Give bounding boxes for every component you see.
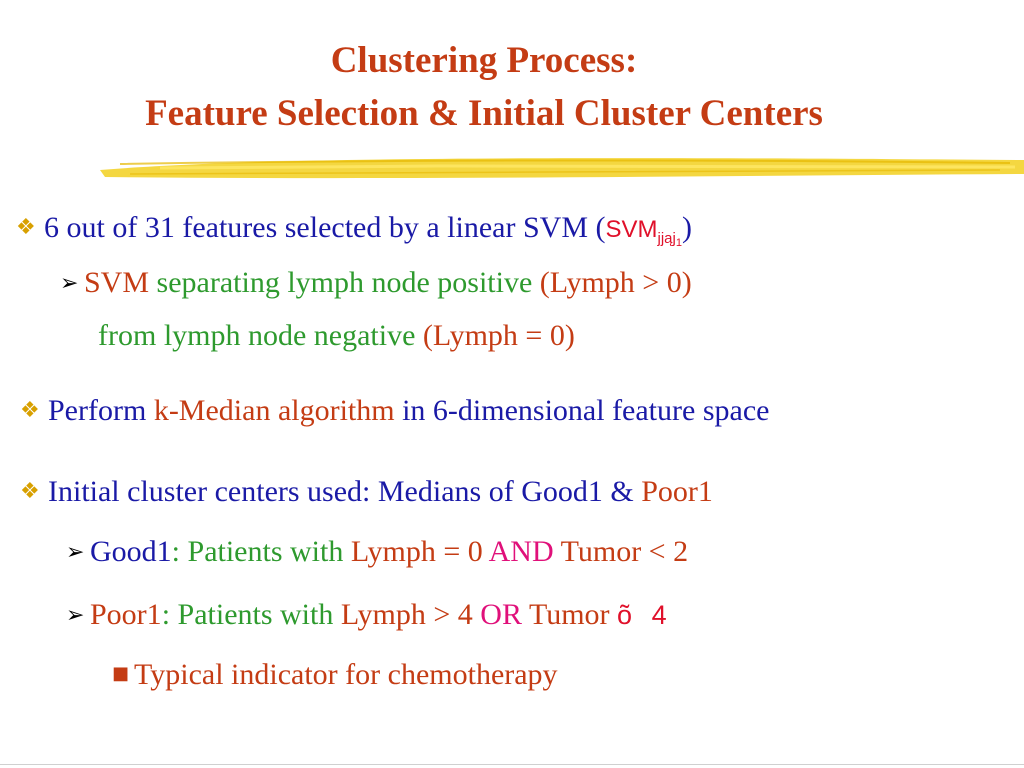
svm-word: SVM <box>84 266 150 299</box>
bullet-features-selected: ❖ 6 out of 31 features selected by a line… <box>16 210 692 261</box>
bullet-perform-kmedian: ❖ Perform k-Median algorithm in 6-dimensi… <box>20 393 769 429</box>
ampersand: & <box>602 475 642 508</box>
poor1-patients-with: : Patients with <box>161 598 341 631</box>
initial-centers-text: Initial cluster centers used: Medians of <box>48 475 522 508</box>
slide-title: Clustering Process: Feature Selection & … <box>0 34 968 140</box>
svm-formula: SVM <box>605 216 658 243</box>
poor1-label: Poor1 <box>641 475 713 508</box>
lymph-negative-condition: (Lymph = 0) <box>422 319 575 352</box>
diamond-bullet-icon: ❖ <box>16 215 36 240</box>
svm-formula-subscript: jjąj <box>657 230 676 247</box>
good1-label: Good1 <box>521 475 603 508</box>
poor1-lymph-condition: Lymph > 4 <box>340 598 481 631</box>
title-line-1: Clustering Process: <box>330 40 638 81</box>
subbullet-poor1: ➢Poor1: Patients with Lymph > 4 OR Tumor… <box>66 597 673 634</box>
arrow-bullet-icon: ➢ <box>66 540 85 565</box>
poor1-term: Poor1 <box>90 598 162 631</box>
poor1-tumor-symbol: õ 4 <box>617 600 673 630</box>
svm-formula-subsubscript: 1 <box>675 237 682 249</box>
features-close-paren: ) <box>681 211 692 244</box>
features-text: 6 out of 31 features selected by a linea… <box>44 211 606 244</box>
good1-lymph-condition: Lymph = 0 <box>350 535 489 568</box>
good1-tumor-condition: Tumor < 2 <box>553 535 689 568</box>
subbullet-svm-separating-continued: from lymph node negative (Lymph = 0) <box>98 318 575 354</box>
diamond-bullet-icon: ❖ <box>20 479 40 504</box>
bullet-initial-cluster-centers: ❖ Initial cluster centers used: Medians o… <box>20 474 713 510</box>
lymph-positive-condition: (Lymph > 0) <box>539 266 692 299</box>
feature-space-text: in 6-dimensional feature space <box>394 394 770 427</box>
lymph-negative-text: from lymph node negative <box>98 319 423 352</box>
subbullet-good1: ➢Good1: Patients with Lymph = 0 AND Tumo… <box>66 534 688 571</box>
arrow-bullet-icon: ➢ <box>60 271 79 296</box>
brush-stroke-underline <box>100 158 1024 179</box>
perform-text: Perform <box>48 394 154 427</box>
title-line-2: Feature Selection & Initial Cluster Cent… <box>145 93 823 134</box>
typical-indicator-text: Typical indicator for chemotherapy <box>134 658 558 691</box>
bottom-divider <box>0 764 1024 765</box>
poor1-tumor-text: Tumor <box>521 598 618 631</box>
or-keyword: OR <box>480 598 522 631</box>
subsubbullet-typical-indicator: ■Typical indicator for chemotherapy <box>112 656 558 693</box>
and-keyword: AND <box>488 535 554 568</box>
good1-term: Good1 <box>90 535 172 568</box>
arrow-bullet-icon: ➢ <box>66 603 85 628</box>
svm-separating-text: separating lymph node positive <box>149 266 540 299</box>
diamond-bullet-icon: ❖ <box>20 398 40 423</box>
square-bullet-icon: ■ <box>112 663 130 684</box>
subbullet-svm-separating: ➢SVM separating lymph node positive (Lym… <box>60 265 692 302</box>
good1-patients-with: : Patients with <box>171 535 351 568</box>
kmedian-algorithm-text: k-Median algorithm <box>153 394 395 427</box>
